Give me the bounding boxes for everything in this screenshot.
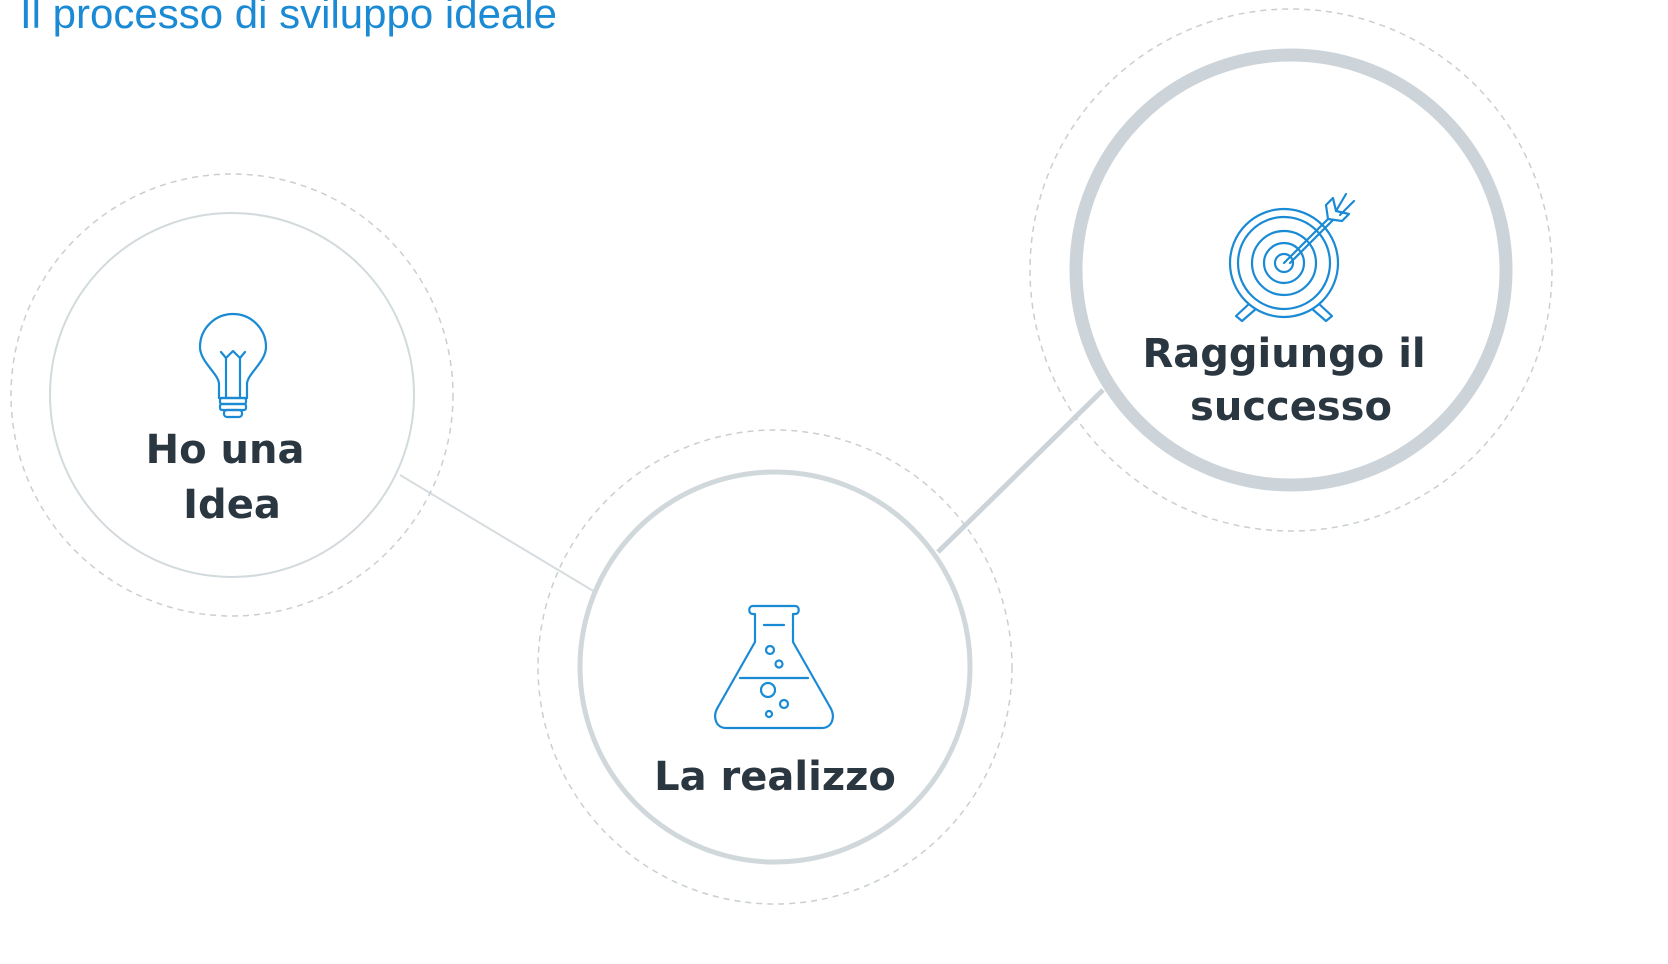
svg-text:La realizzo: La realizzo [654, 754, 896, 800]
step-label-line: La realizzo [654, 754, 896, 800]
step-label-line: Idea [183, 482, 281, 528]
step-label-line: Raggiungo il [1142, 331, 1425, 377]
connector-line-2-3 [936, 388, 1105, 554]
connector-line-1-2 [399, 474, 596, 593]
dashed-ring [537, 429, 1013, 905]
lightbulb-icon [198, 312, 268, 419]
dashed-ring [10, 173, 454, 617]
flask-icon [714, 604, 834, 730]
target-arrow-icon [1228, 192, 1356, 323]
svg-text:Ho una Idea: Ho una Idea [146, 427, 319, 528]
step-circle [49, 212, 415, 578]
page-title: Il processo di sviluppo ideale [20, 0, 557, 37]
step-success: Raggiungo il successo [1029, 8, 1553, 532]
step-label-line: Ho una [146, 427, 305, 473]
step-label-line: successo [1190, 384, 1392, 430]
step-idea: Ho una Idea [10, 173, 454, 617]
step-realize: La realizzo [537, 429, 1013, 905]
dashed-ring [1029, 8, 1553, 532]
svg-text:Raggiungo il successo: Raggiungo il successo [1142, 331, 1439, 430]
step-circle [577, 469, 973, 865]
